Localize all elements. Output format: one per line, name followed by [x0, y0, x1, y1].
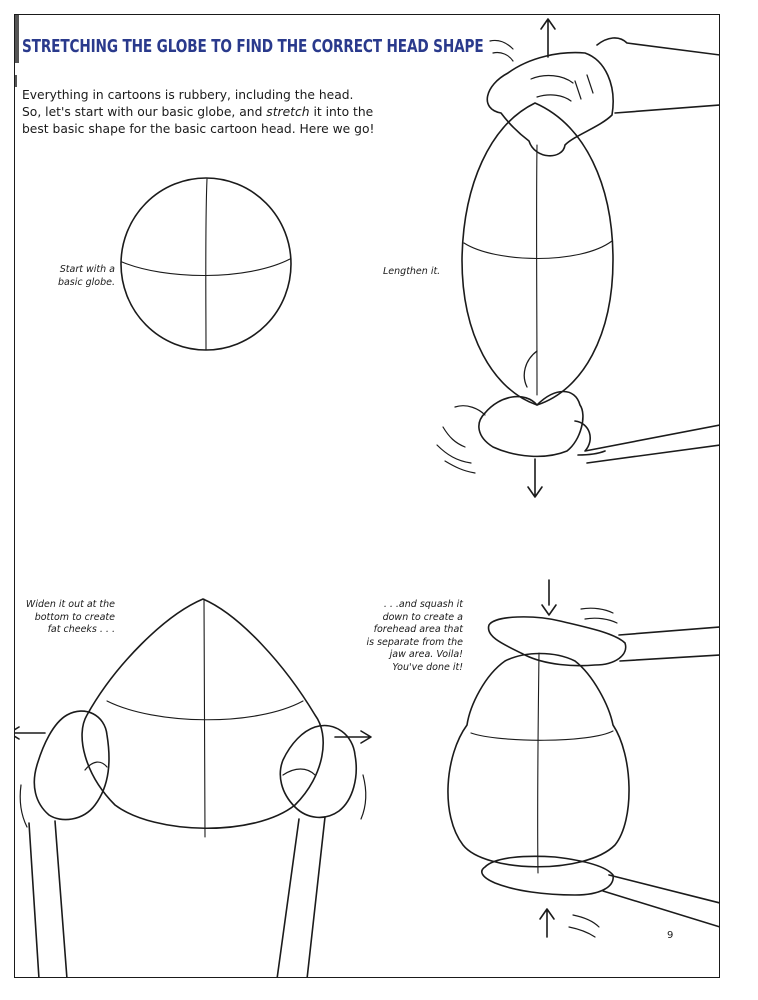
- caption-line: Start with a: [59, 264, 115, 275]
- squashed-globe-drawing: [447, 579, 719, 938]
- intro-text: Everything in cartoons is rubbery, inclu…: [22, 87, 402, 138]
- caption-line: basic globe.: [57, 276, 115, 288]
- caption-globe: Start with a basic globe.: [25, 264, 115, 289]
- intro-fragment: it into the: [309, 105, 374, 119]
- book-page: STRETCHING THE GLOBE TO FIND THE CORRECT…: [14, 14, 720, 978]
- intro-line: best basic shape for the basic cartoon h…: [22, 122, 375, 136]
- caption-line: fat cheeks . . .: [47, 624, 115, 635]
- intro-line: So, let's start with our basic globe, an…: [22, 104, 402, 121]
- caption-line: jaw area. Voila!: [389, 649, 463, 660]
- intro-line: Everything in cartoons is rubbery, inclu…: [22, 88, 354, 102]
- lengthened-globe-drawing: [436, 18, 719, 498]
- intro-fragment: So, let's start with our basic globe, an…: [22, 105, 267, 119]
- caption-line: is separate from the: [366, 636, 464, 648]
- basic-globe-drawing: [120, 177, 292, 351]
- illustrations: [15, 18, 719, 977]
- page-number: 9: [667, 930, 674, 941]
- page-title: STRETCHING THE GLOBE TO FIND THE CORRECT…: [22, 37, 484, 57]
- widened-globe-drawing: [15, 598, 372, 977]
- caption-line: bottom to create: [34, 611, 115, 623]
- caption-line: down to create a: [382, 611, 463, 623]
- caption-line: Widen it out at the: [25, 599, 115, 610]
- intro-emphasis: stretch: [266, 105, 310, 119]
- spine-mark: [15, 15, 19, 63]
- caption-lengthen: Lengthen it.: [383, 266, 453, 279]
- caption-line: You've done it!: [392, 661, 463, 673]
- caption-line: forehead area that: [373, 624, 463, 635]
- caption-squash: . . .and squash it down to create a fore…: [359, 599, 464, 674]
- caption-widen: Widen it out at the bottom to create fat…: [23, 599, 115, 637]
- spine-mark: [15, 75, 17, 87]
- caption-line: . . .and squash it: [383, 599, 463, 610]
- caption-line: Lengthen it.: [383, 266, 441, 277]
